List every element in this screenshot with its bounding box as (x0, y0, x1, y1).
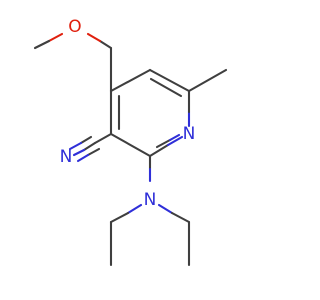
bond-methyl-c6 (187, 68, 228, 93)
ring-nitrogen-label: N (183, 124, 196, 144)
bond-layer (33, 32, 228, 267)
nitrile-triple-2-n (68, 141, 83, 151)
molecule-structure: O N N N (33, 17, 228, 267)
bond-amine-left-ethyl-n (126, 203, 143, 215)
nitrile-triple-1-n (72, 148, 86, 157)
atom-label-layer: O N N N (60, 17, 196, 210)
bond-c2-n1-right (166, 135, 184, 147)
nitrile-triple-1-carbon (82, 141, 97, 152)
bond-c3-nitrile-carbon (93, 132, 113, 145)
bond-o-methyl-carbon (33, 39, 51, 50)
bond-amine-left-ethyl-c (109, 211, 130, 224)
bond-ch2-o-carbon (98, 39, 113, 50)
methoxy-oxygen-label: O (68, 17, 81, 37)
bond-amine-right-ethyl-n (157, 203, 174, 215)
molecule-canvas: O N N N (33, 17, 228, 267)
nitrile-triple-3-n (76, 153, 90, 163)
nitrile-nitrogen-label: N (60, 147, 73, 167)
nitrile-triple-3-carbon (86, 147, 101, 157)
bond-amine-right-ethyl-c (170, 211, 191, 224)
bond-c5-c4 (109, 68, 152, 93)
amine-nitrogen-label: N (144, 190, 157, 210)
bond-c6-c5-inner (149, 77, 183, 98)
bond-c2-n1-inner-right (168, 133, 181, 142)
bond-ch2-o-oxygen (86, 32, 102, 43)
bond-o-methyl-oxygen (47, 32, 64, 43)
bond-c3-c2 (109, 132, 152, 158)
bond-c2-n1-left (148, 143, 170, 158)
bond-c6-c5 (148, 68, 191, 93)
nitrile-triple-2-carbon (79, 135, 93, 145)
bond-c2-n1-inner-left (155, 138, 172, 149)
